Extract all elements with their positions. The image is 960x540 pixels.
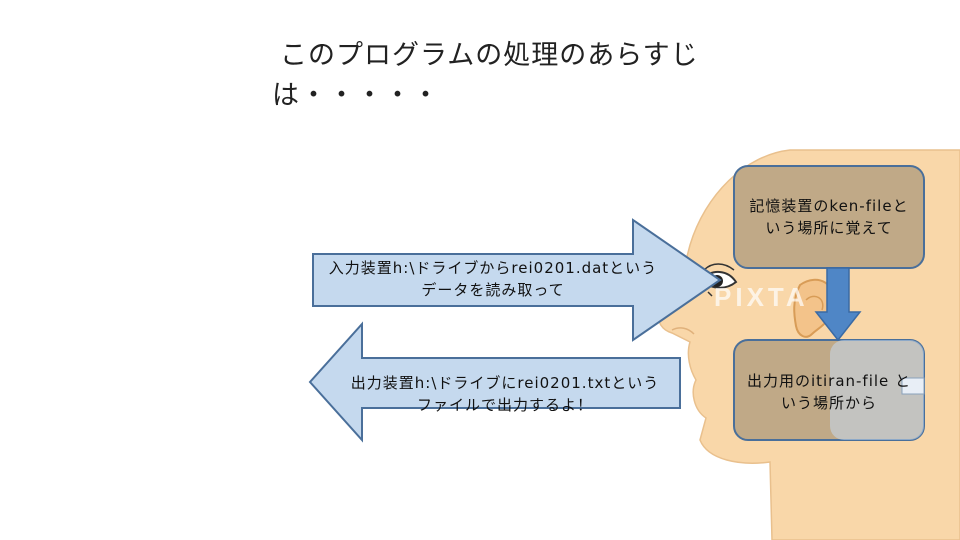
title-line-2: は・・・・・ — [272, 80, 440, 111]
output-arrow-line-1: 出力装置h:\ドライブにrei0201.txtという — [350, 374, 660, 392]
memory-box-line-1: 記憶装置のken-fileと — [749, 197, 909, 215]
output-box-label: 出力用のitiran-file と いう場所から — [734, 370, 924, 414]
title-line-1: このプログラムの処理のあらすじ — [280, 40, 699, 71]
page-title: このプログラムの処理のあらすじ は・・・・・ — [272, 36, 742, 116]
output-arrow — [308, 321, 681, 443]
ear-inner — [805, 295, 824, 311]
watermark-text: PIXTA — [714, 282, 809, 312]
output-arrow-line-2: ファイルで出力するよ！ — [416, 396, 593, 414]
nose-line — [671, 327, 695, 335]
output-box-line-2: いう場所から — [780, 394, 877, 412]
input-arrow — [312, 218, 722, 342]
memory-box-label: 記憶装置のken-fileと いう場所に覚えて — [734, 195, 924, 239]
output-box-line-1: 出力用のitiran-file と — [746, 372, 912, 390]
input-arrow-line-2: データを読み取って — [421, 281, 565, 299]
down-arrow — [814, 267, 862, 342]
input-arrow-label: 入力装置h:\ドライブからrei0201.datという データを読み取って — [318, 257, 668, 301]
output-arrow-label: 出力装置h:\ドライブにrei0201.txtという ファイルで出力するよ！ — [330, 372, 680, 416]
memory-box-line-2: いう場所に覚えて — [765, 219, 893, 237]
small-window-icon — [901, 377, 925, 395]
input-arrow-line-1: 入力装置h:\ドライブからrei0201.datという — [328, 259, 658, 277]
output-box-overlay — [830, 340, 924, 440]
